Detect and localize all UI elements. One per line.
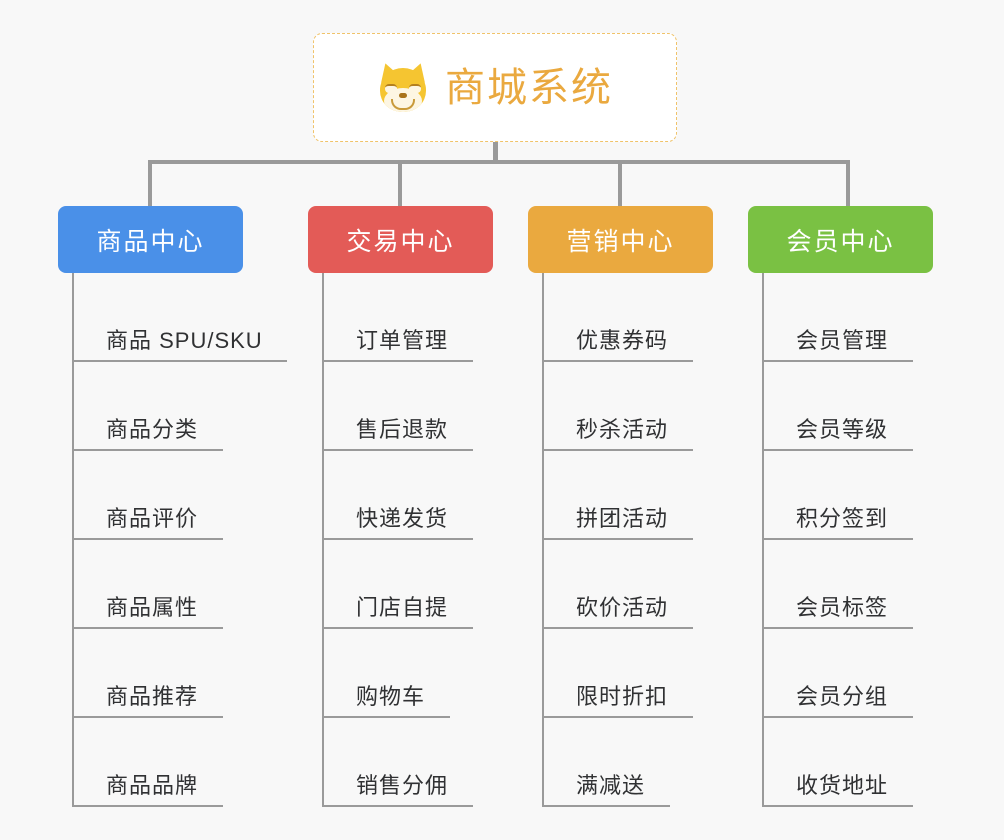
column-trunk-line [322, 273, 324, 807]
leaf-item[interactable]: 商品分类 [72, 362, 223, 451]
leaf-item-label: 商品属性 [106, 595, 199, 620]
connector-horizontal-bus [150, 160, 850, 164]
leaf-item-label: 会员管理 [796, 328, 889, 353]
leaf-item-label: 收货地址 [796, 773, 889, 798]
leaf-item[interactable]: 商品属性 [72, 540, 223, 629]
leaf-item[interactable]: 购物车 [322, 629, 450, 718]
leaf-item-label: 门店自提 [356, 595, 449, 620]
leaf-item[interactable]: 门店自提 [322, 540, 473, 629]
leaf-item[interactable]: 拼团活动 [542, 451, 693, 540]
connector-drop-2 [398, 160, 402, 208]
root-node-title: 商城系统 [445, 65, 613, 110]
leaf-item[interactable]: 快递发货 [322, 451, 473, 540]
leaf-item[interactable]: 商品评价 [72, 451, 223, 540]
shiba-inu-dog-face-icon [375, 59, 431, 114]
leaf-item[interactable]: 商品推荐 [72, 629, 223, 718]
leaf-item[interactable]: 限时折扣 [542, 629, 693, 718]
leaf-item[interactable]: 会员管理 [762, 273, 913, 362]
leaf-item[interactable]: 满减送 [542, 718, 670, 807]
leaf-item-label: 商品评价 [106, 506, 199, 531]
category-box-3[interactable]: 营销中心 [528, 206, 713, 273]
connector-root-stem [493, 142, 498, 164]
leaf-item-label: 秒杀活动 [576, 417, 669, 442]
leaf-item-label: 拼团活动 [576, 506, 669, 531]
category-box-4[interactable]: 会员中心 [748, 206, 933, 273]
leaf-item-label: 会员标签 [796, 595, 889, 620]
leaf-item[interactable]: 会员分组 [762, 629, 913, 718]
leaf-item-label: 积分签到 [796, 506, 889, 531]
leaf-item-label: 商品推荐 [106, 684, 199, 709]
leaf-item-label: 售后退款 [356, 417, 449, 442]
category-label: 营销中心 [566, 227, 675, 256]
root-node-mall-system[interactable]: 商城系统 [313, 33, 677, 142]
category-label: 会员中心 [786, 227, 895, 256]
leaf-item-label: 会员等级 [796, 417, 889, 442]
connector-drop-1 [148, 160, 152, 208]
category-label: 商品中心 [96, 227, 205, 256]
leaf-item-label: 限时折扣 [576, 684, 669, 709]
leaf-item-label: 商品 SPU/SKU [106, 328, 263, 353]
leaf-item-label: 商品品牌 [106, 773, 199, 798]
leaf-item[interactable]: 售后退款 [322, 362, 473, 451]
leaf-item[interactable]: 订单管理 [322, 273, 473, 362]
leaf-item[interactable]: 销售分佣 [322, 718, 473, 807]
leaf-item-label: 商品分类 [106, 417, 199, 442]
leaf-item[interactable]: 砍价活动 [542, 540, 693, 629]
leaf-item[interactable]: 会员等级 [762, 362, 913, 451]
leaf-item[interactable]: 积分签到 [762, 451, 913, 540]
leaf-item[interactable]: 商品品牌 [72, 718, 223, 807]
leaf-item-label: 订单管理 [356, 328, 449, 353]
category-box-1[interactable]: 商品中心 [58, 206, 243, 273]
leaf-item-label: 优惠券码 [576, 328, 669, 353]
leaf-item-label: 砍价活动 [576, 595, 669, 620]
leaf-item-label: 购物车 [356, 684, 426, 709]
category-box-2[interactable]: 交易中心 [308, 206, 493, 273]
column-trunk-line [542, 273, 544, 807]
category-label: 交易中心 [346, 227, 455, 256]
column-trunk-line [762, 273, 764, 807]
leaf-item[interactable]: 优惠券码 [542, 273, 693, 362]
leaf-item-label: 会员分组 [796, 684, 889, 709]
leaf-item-label: 快递发货 [356, 506, 449, 531]
connector-drop-4 [846, 160, 850, 208]
leaf-item-label: 销售分佣 [356, 773, 449, 798]
leaf-item[interactable]: 会员标签 [762, 540, 913, 629]
leaf-item[interactable]: 商品 SPU/SKU [72, 273, 287, 362]
leaf-item-label: 满减送 [576, 773, 646, 798]
column-trunk-line [72, 273, 74, 807]
leaf-item[interactable]: 收货地址 [762, 718, 913, 807]
root-node-content: 商城系统 [375, 59, 613, 114]
leaf-item[interactable]: 秒杀活动 [542, 362, 693, 451]
connector-drop-3 [618, 160, 622, 208]
